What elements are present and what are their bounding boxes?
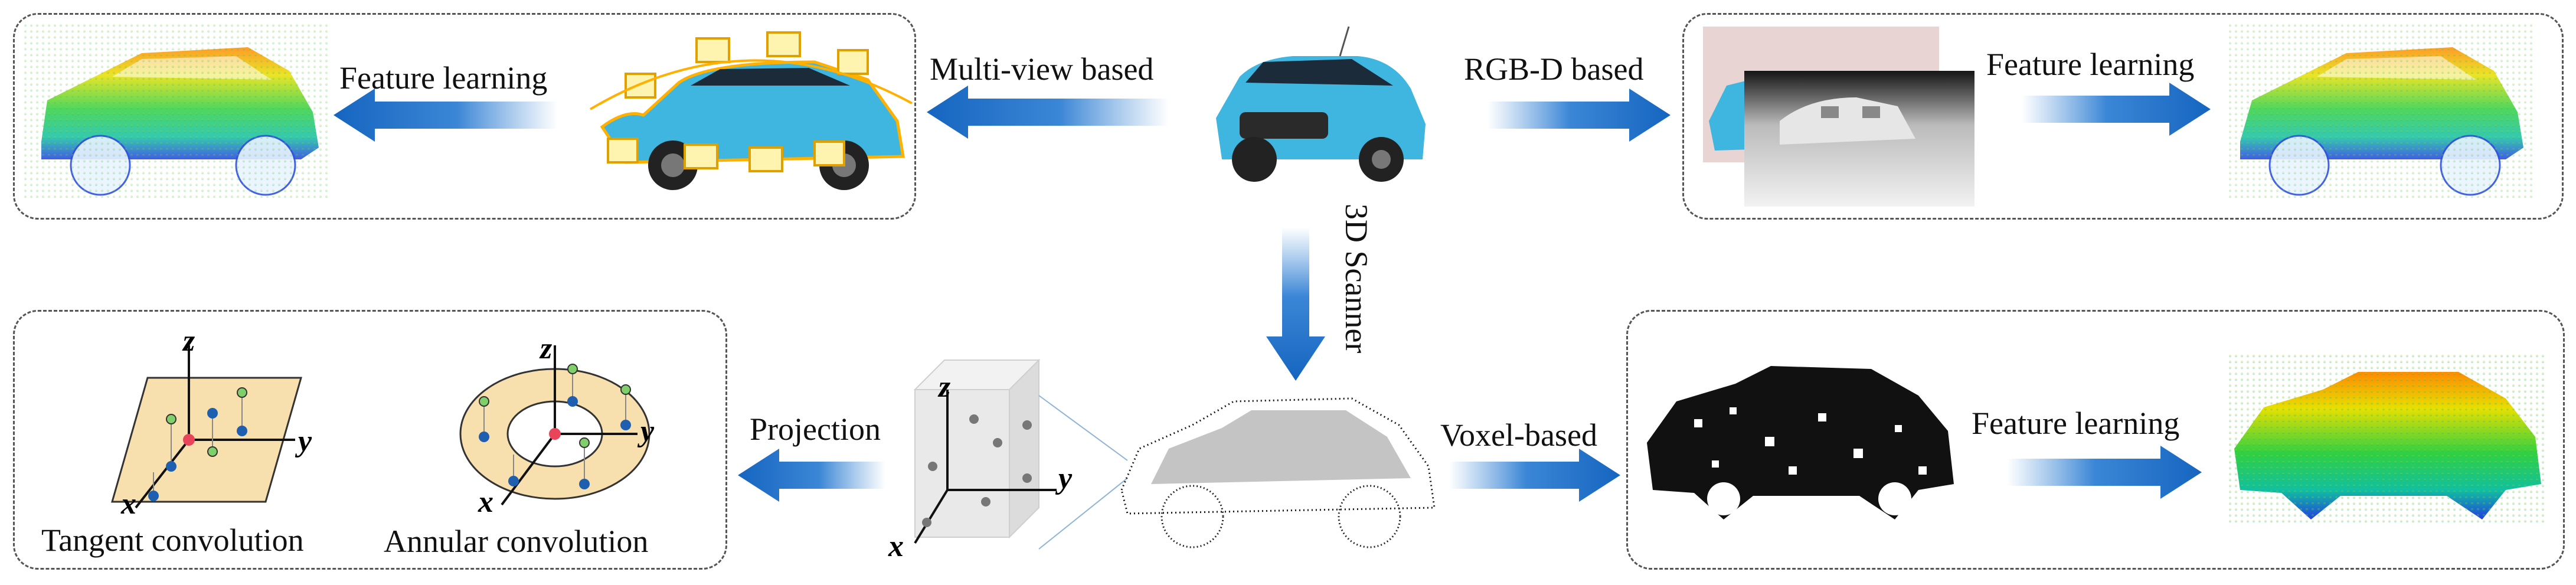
- pointcloud-car-top-right: [2228, 24, 2535, 201]
- feature-learning-label-bottom-right: Feature learning: [1972, 406, 2180, 441]
- multi-view-label: Multi-view based: [930, 51, 1154, 87]
- cube-x-axis-label: x: [888, 530, 904, 563]
- arrow-right-feature-learning-bottom: [2007, 446, 2202, 499]
- voxel-car-image: [1647, 366, 1954, 519]
- tangent-convolution-label: Tangent convolution: [41, 522, 304, 558]
- tangent-x-axis-label: x: [121, 487, 136, 521]
- annular-x-axis-label: x: [478, 485, 493, 519]
- rgbd-box: [1682, 13, 2564, 220]
- multiview-box: [13, 13, 916, 220]
- annular-ring-diagram: [459, 345, 650, 506]
- voxel-box: [1626, 310, 2565, 570]
- projection-label: Projection: [750, 411, 881, 447]
- tangent-plane-diagram: [111, 345, 302, 509]
- multiview-car-image: [589, 31, 913, 190]
- arrow-down-3d-scanner: [1266, 227, 1325, 381]
- arrow-right-voxel: [1449, 449, 1620, 502]
- annular-convolution-label: Annular convolution: [384, 524, 649, 559]
- arrow-right-rgbd: [1488, 89, 1671, 142]
- arrow-left-feature-learning: [334, 89, 558, 142]
- rgb-car-image: [1216, 26, 1426, 182]
- scanned-pointcloud-car: [1120, 397, 1436, 548]
- voxel-label: Voxel-based: [1440, 417, 1597, 453]
- tangent-y-axis-label: y: [298, 424, 312, 458]
- arrow-left-projection: [738, 449, 885, 502]
- voxel-rainbow-car: [2228, 354, 2547, 525]
- annular-y-axis-label: y: [640, 414, 655, 448]
- annular-z-axis-label: z: [540, 332, 553, 365]
- projection-box: [13, 310, 727, 570]
- rgbd-label: RGB-D based: [1464, 51, 1644, 87]
- cube-connector-lines: [1038, 395, 1128, 550]
- pointcloud-car-top-left: [24, 24, 331, 201]
- feature-learning-label-top-right: Feature learning: [1986, 47, 2195, 82]
- arrow-right-feature-learning-top: [2022, 83, 2211, 136]
- rgbd-images: [1703, 27, 1975, 207]
- feature-learning-label-top-left: Feature learning: [339, 60, 548, 96]
- arrow-left-multi-view: [927, 86, 1169, 139]
- tangent-z-axis-label: z: [183, 324, 195, 358]
- scanner-label: 3D Scanner: [1339, 204, 1374, 354]
- cube-z-axis-label: z: [939, 370, 951, 404]
- point-cube-3d: [913, 358, 1057, 544]
- cube-y-axis-label: y: [1058, 462, 1073, 495]
